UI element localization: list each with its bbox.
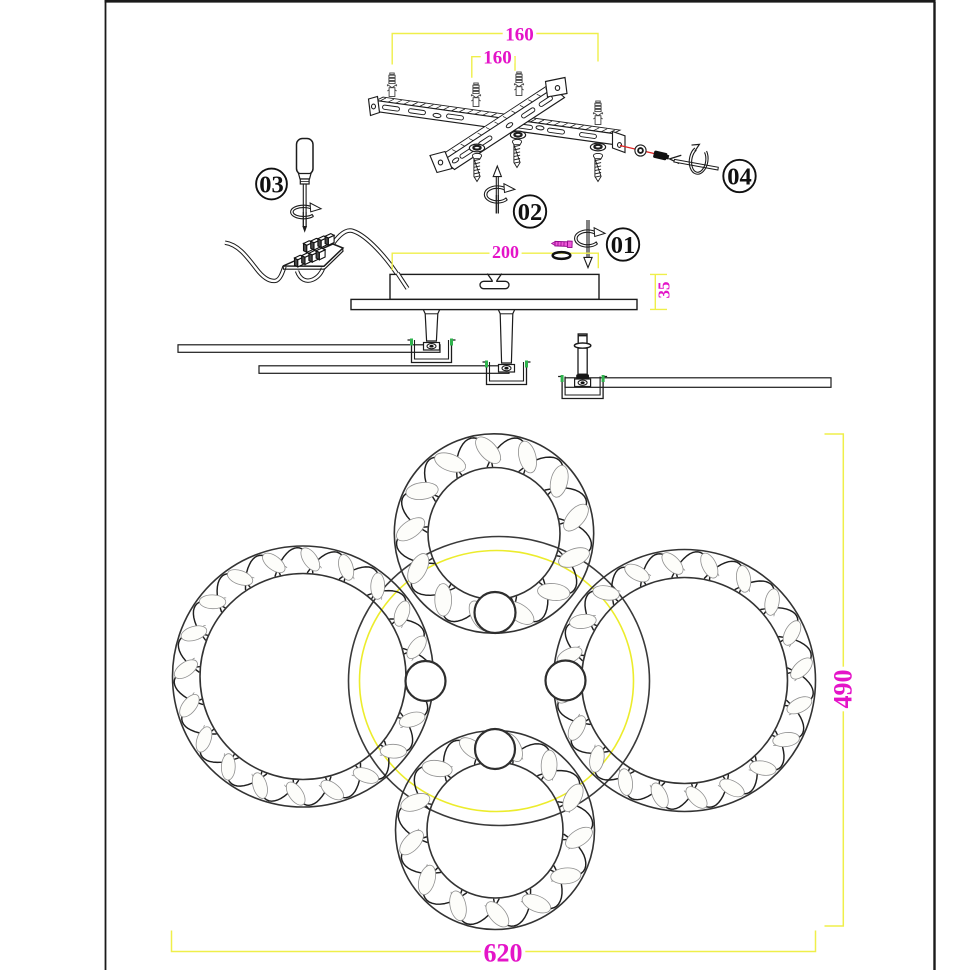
svg-text:160: 160 — [505, 25, 534, 46]
svg-text:01: 01 — [611, 232, 636, 259]
svg-text:490: 490 — [829, 670, 858, 709]
svg-text:03: 03 — [259, 171, 284, 198]
svg-text:04: 04 — [727, 163, 752, 190]
svg-text:200: 200 — [492, 242, 519, 262]
svg-text:160: 160 — [483, 48, 512, 69]
svg-text:620: 620 — [484, 938, 523, 967]
svg-text:35: 35 — [654, 282, 673, 299]
svg-text:02: 02 — [518, 199, 543, 226]
